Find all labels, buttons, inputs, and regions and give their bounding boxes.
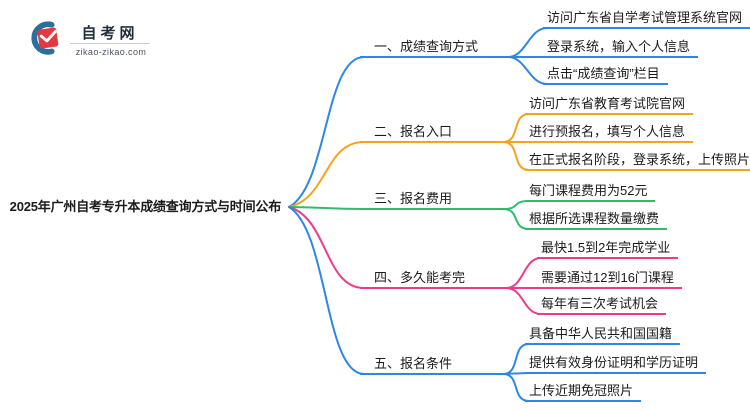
branch-connector [288,206,365,210]
child-node: 需要通过12到16门课程 [537,270,682,289]
branch-node: 二、报名入口 [360,124,505,143]
child-node: 登录系统，输入个人信息 [543,39,699,58]
child-connector [507,56,548,85]
logo-site-name: 自考网 [81,25,139,42]
branch-connector [288,206,365,375]
zikao-logo-icon [31,21,59,55]
child-connector [502,373,530,402]
child-node: 根据所选课程数量缴费 [525,211,668,230]
branch-connector [288,56,365,208]
child-connector [507,27,548,58]
branch-connector [288,141,365,208]
child-connector [502,141,530,171]
child-node: 在正式报名阶段，登录系统，上传照片 [525,152,750,171]
branch-node: 一、成绩查询方式 [360,39,510,58]
root-node: 2025年广州自考专升本成绩查询方式与时间公布 [9,199,282,214]
child-node: 点击“成绩查询”栏目 [543,66,668,85]
branch-node: 五、报名条件 [360,356,505,375]
child-node: 访问广东省自学考试管理系统官网 [543,10,750,29]
branch-connector [288,206,365,289]
child-connector [502,200,530,210]
site-logo: 自考网 zikao-zikao.com [26,18,150,62]
logo-divider [70,43,150,44]
child-node: 每年有三次考试机会 [537,296,667,315]
logo-domain-text: zikao-zikao.com [75,47,147,57]
child-connector [505,287,542,315]
child-node: 访问广东省教育考试院官网 [525,96,694,115]
child-connector [505,257,542,289]
branch-node: 三、报名费用 [360,191,505,210]
child-node: 具备中华人民共和国国籍 [525,326,681,345]
child-node: 提供有效身份证明和学历证明 [525,355,707,374]
child-node: 每门课程费用为52元 [525,183,656,202]
child-node: 最快1.5到2年完成学业 [537,240,679,259]
child-node: 进行预报名，填写个人信息 [525,124,694,143]
branch-node: 四、多久能考完 [360,270,508,289]
child-node: 上传近期免冠照片 [525,383,642,402]
